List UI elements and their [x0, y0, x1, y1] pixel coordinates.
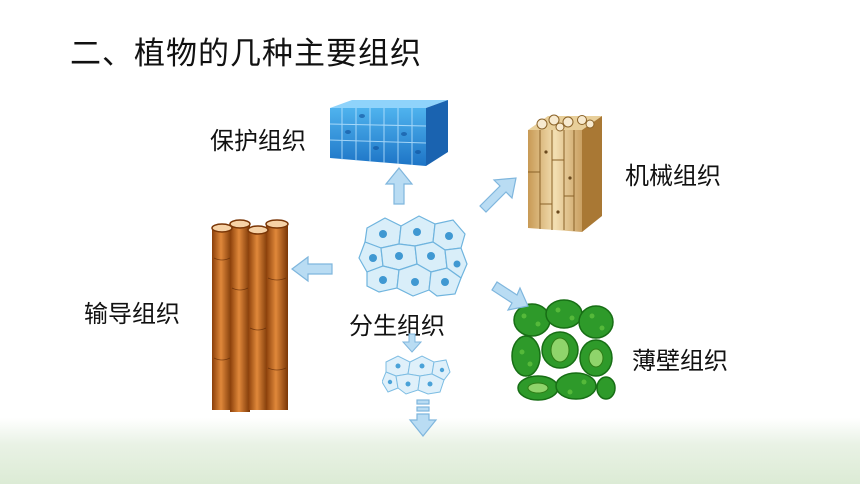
conductive-tissue-illustration: [208, 218, 292, 414]
arrow-down-continuing: [408, 398, 438, 438]
arrow-to-conductive: [290, 254, 334, 284]
arrow-to-parenchyma: [488, 276, 530, 312]
arrow-to-protective: [384, 166, 414, 206]
arrow-to-dividing-cells: [402, 332, 422, 354]
slide-title: 二、植物的几种主要组织: [70, 36, 422, 72]
protective-tissue-illustration: [330, 100, 448, 166]
parenchyma-tissue-illustration: [510, 296, 616, 402]
dividing-cells-illustration: [382, 352, 452, 398]
label-protective-tissue: 保护组织: [210, 127, 306, 155]
mechanical-tissue-illustration: [524, 112, 602, 232]
bottom-decor-band: [0, 418, 860, 484]
label-mechanical-tissue: 机械组织: [625, 162, 721, 190]
label-conductive-tissue: 输导组织: [84, 300, 180, 328]
label-parenchyma-tissue: 薄壁组织: [632, 347, 728, 375]
label-meristematic-tissue: 分生组织: [349, 312, 445, 340]
arrow-to-mechanical: [476, 176, 518, 216]
meristematic-tissue-illustration: [357, 208, 469, 302]
